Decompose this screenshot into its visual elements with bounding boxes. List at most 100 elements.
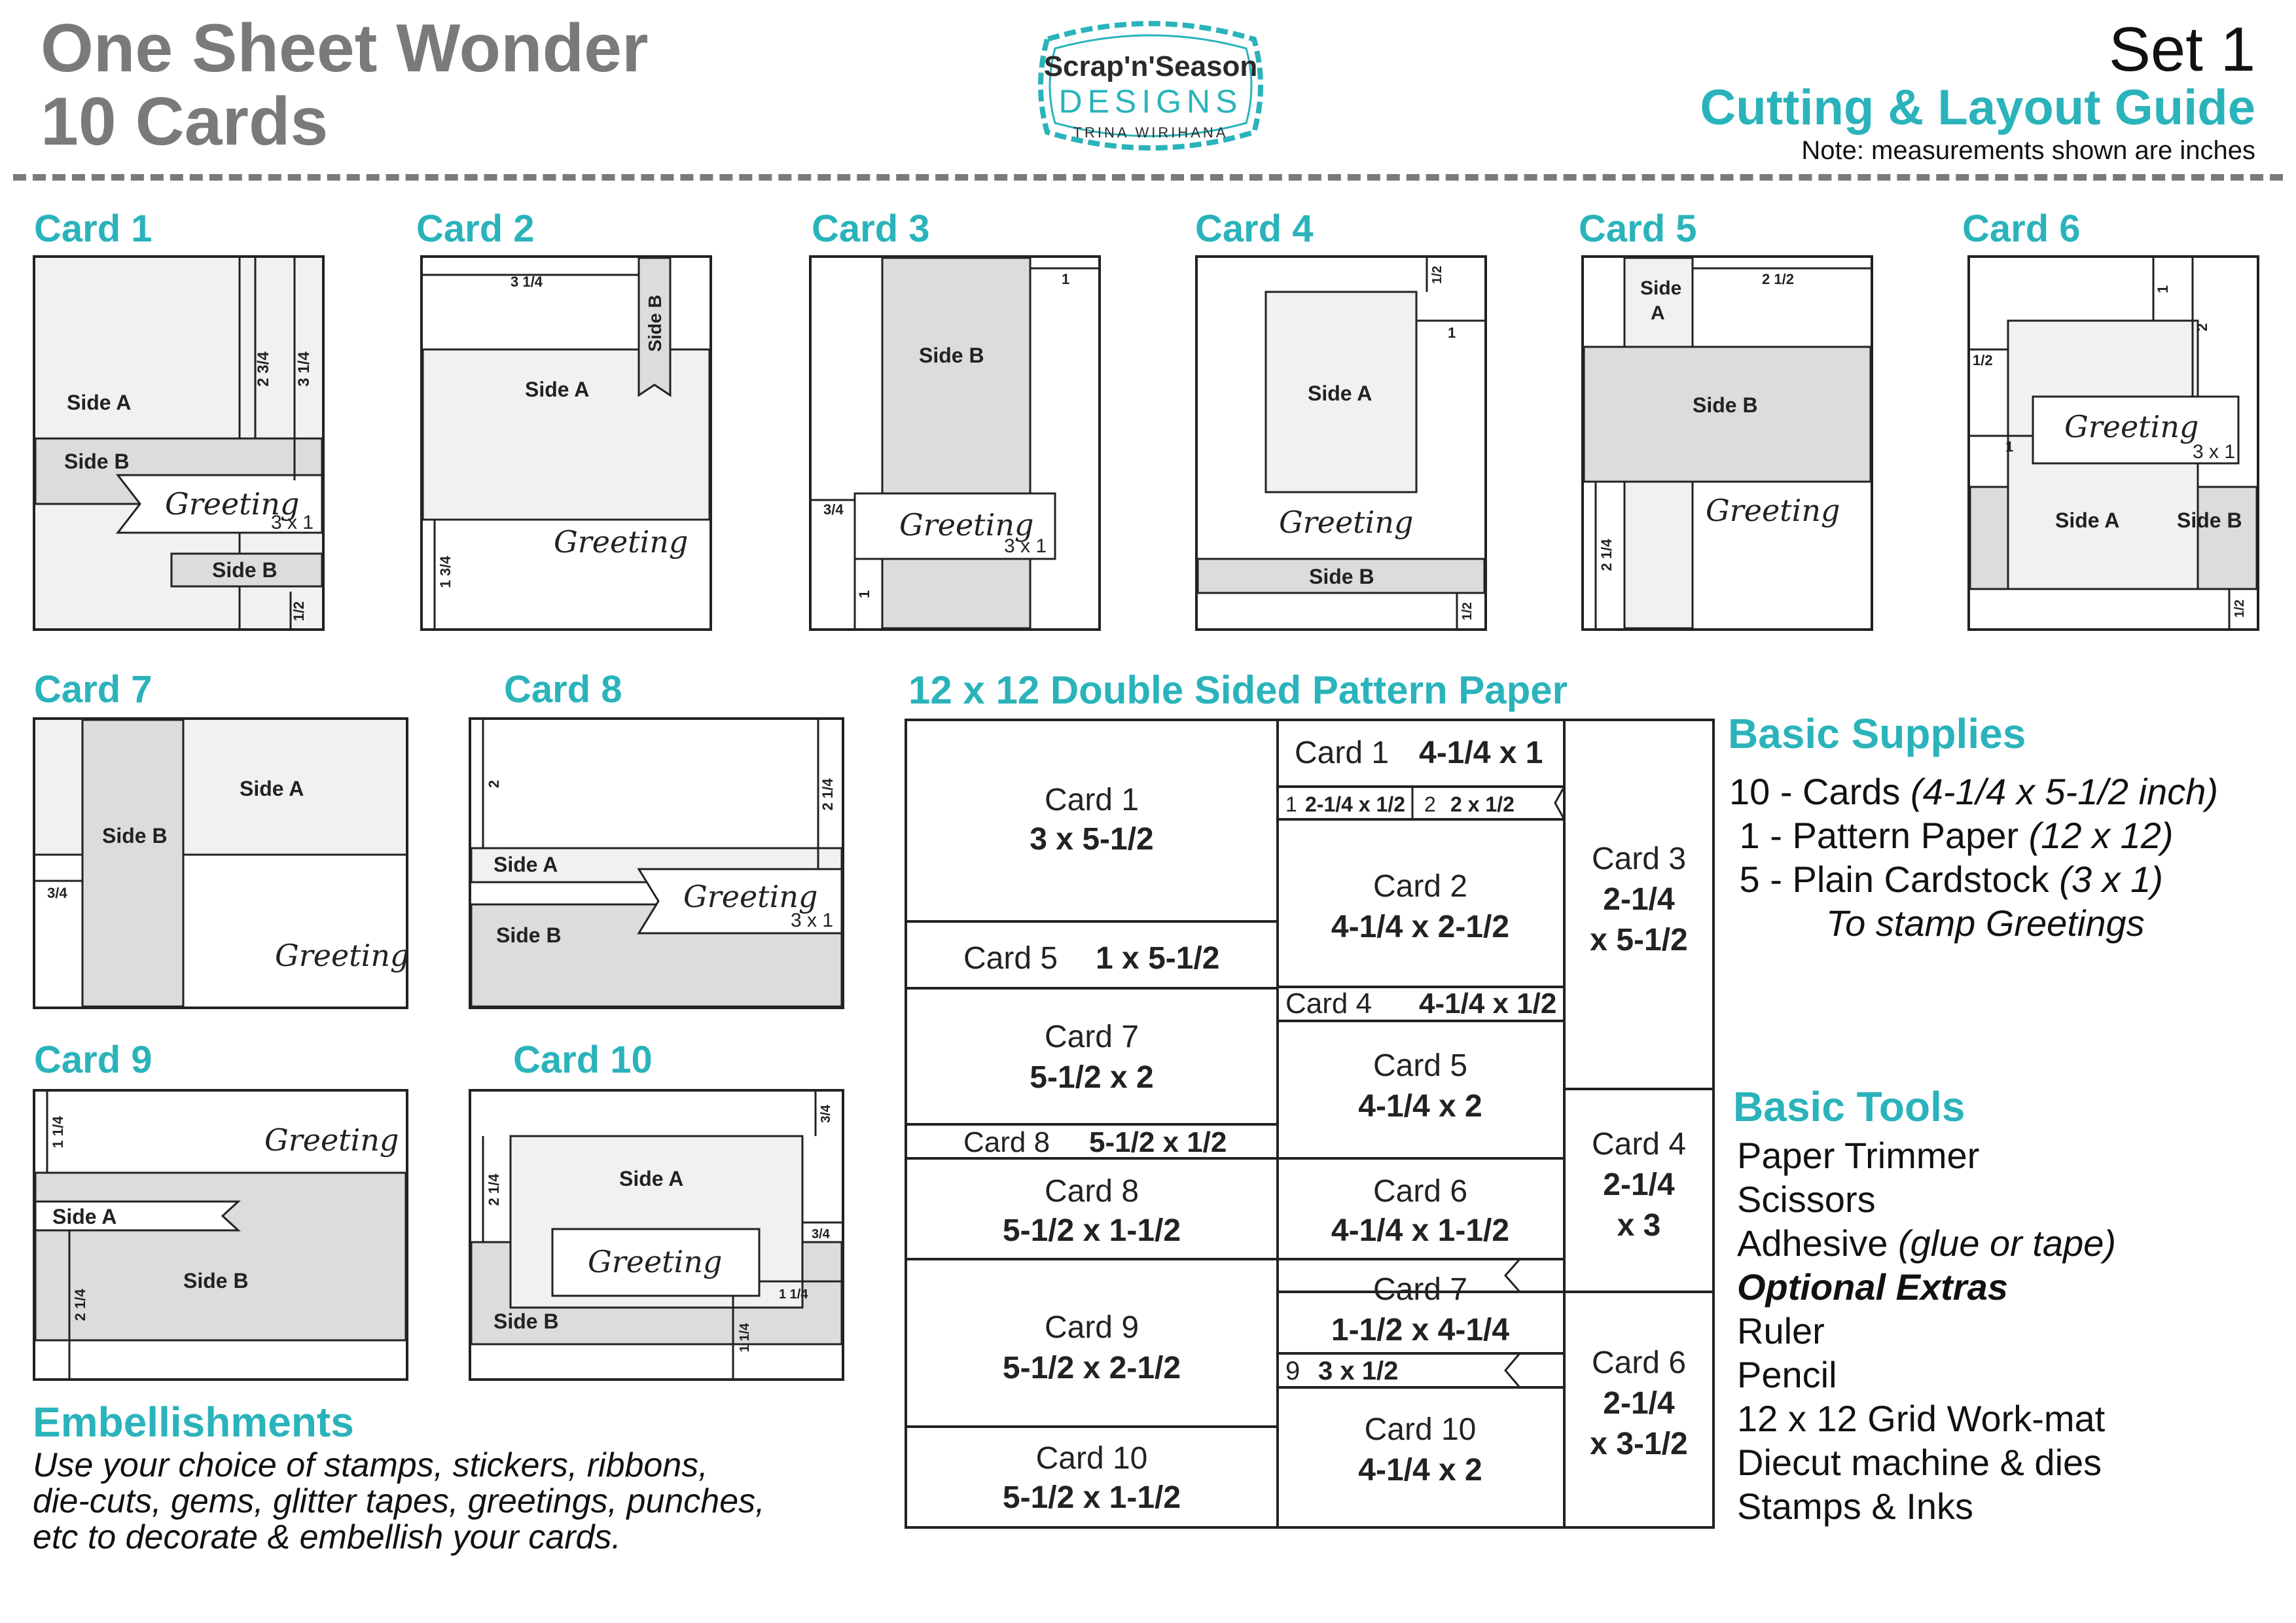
card-10-layout: Side A Side B Greeting 2 1/4 3/4 3/4 1 1… (469, 1089, 844, 1381)
card8-side-b: Side B (496, 923, 562, 947)
card10-dim-1: 2 1/4 (486, 1173, 502, 1206)
sheet-c18-size2: x 5-1/2 (1590, 923, 1687, 957)
card-title-7: Card 7 (34, 668, 152, 711)
sheet-c13-label: Card 5 (1373, 1048, 1467, 1083)
card4-side-a: Side A (1308, 382, 1372, 405)
card5-side-a-line1: Side (1640, 277, 1681, 299)
sheet-c19-size2: x 3 (1617, 1208, 1661, 1243)
tool-item-1: Paper Trimmer (1737, 1135, 1980, 1176)
card-3-layout: Side B Greeting 3 x 1 1 3/4 1 (809, 255, 1101, 631)
supplies-heading: Basic Supplies (1728, 710, 2026, 757)
sheet-c11-label: Card 2 (1373, 869, 1467, 904)
sheet-c15-label: Card 7 (1373, 1272, 1467, 1307)
brand-logo: Scrap'n'Season DESIGNS TRINA WIRIHANA (1021, 13, 1280, 158)
tools-heading: Basic Tools (1733, 1083, 1965, 1130)
card10-side-b: Side B (493, 1310, 559, 1333)
card-title-6: Card 6 (1962, 207, 2081, 250)
card6-dim-1: 1 (2155, 285, 2171, 293)
sheet-c20-size1: 2-1/4 (1603, 1386, 1675, 1421)
card1-side-a: Side A (67, 391, 131, 414)
card6-dim-4: 1 (2005, 438, 2013, 455)
card-1-layout: Side A Side B Side B Greeting 3 x 1 2 3/… (33, 255, 325, 631)
card3-side-b: Side B (919, 344, 984, 367)
card-title-2: Card 2 (416, 207, 535, 250)
card4-greeting: Greeting (1279, 505, 1413, 540)
card5-greeting: Greeting (1706, 493, 1840, 528)
sheet-c8-label: Card 1 (1295, 736, 1389, 770)
card5-dim-1: 2 1/2 (1762, 271, 1794, 287)
card7-dim-1: 3/4 (47, 885, 67, 901)
card8-size: 3 x 1 (791, 910, 833, 931)
supplies-list: 10 - Cards (4-1/4 x 5-1/2 inch) 1 - Patt… (1729, 770, 2218, 945)
supply-item-2-detail: (12 x 12) (2028, 815, 2174, 856)
sheet-c2-label: Card 5 (963, 941, 1058, 976)
card3-size: 3 x 1 (1004, 535, 1047, 557)
card2-dim-2: 1 3/4 (437, 556, 454, 588)
supply-item-2: 1 - Pattern Paper (12 x 12) (1729, 813, 2218, 857)
embellishments-line-3: etc to decorate & embellish your cards. (33, 1518, 621, 1556)
card5-side-a-line2: A (1651, 302, 1665, 324)
sheet-title: 12 x 12 Double Sided Pattern Paper (908, 668, 1568, 712)
sheet-c10-label: 2 (1424, 793, 1436, 816)
supply-item-3-text: 5 - Plain Cardstock (1729, 859, 2060, 900)
card5-side-b: Side B (1693, 393, 1758, 417)
embellishments-heading: Embellishments (33, 1399, 354, 1446)
card7-side-b: Side B (102, 824, 168, 847)
card6-side-b: Side B (2177, 508, 2242, 532)
sheet-c8-size: 4-1/4 x 1 (1419, 736, 1543, 770)
sheet-c14-size: 4-1/4 x 1-1/2 (1331, 1213, 1509, 1248)
tool-item-2: Scissors (1737, 1179, 1876, 1220)
card10-dim-3: 3/4 (812, 1227, 831, 1241)
card1-dim-3: 1/2 (291, 601, 307, 622)
sheet-c12-label: Card 4 (1285, 988, 1372, 1020)
card3-greeting: Greeting (899, 507, 1033, 543)
sheet-c9-label: 1 (1285, 793, 1297, 816)
sheet-c16-size: 3 x 1/2 (1318, 1357, 1398, 1385)
card1-dim-1: 2 3/4 (255, 351, 272, 387)
pattern-paper-sheet: Card 1 3 x 5-1/2 Card 5 1 x 5-1/2 Card 7… (905, 719, 1715, 1529)
card3-dim-1: 1 (1062, 271, 1069, 287)
card-title-10: Card 10 (513, 1039, 653, 1081)
card-7-layout: Side B Side A Greeting 3/4 (33, 717, 408, 1009)
card2-side-a: Side A (525, 378, 589, 401)
card7-greeting: Greeting (275, 938, 406, 973)
card6-dim-5: 1/2 (2233, 599, 2247, 618)
extra-item-3: 12 x 12 Grid Work-mat (1737, 1398, 2106, 1439)
sheet-c1-label: Card 1 (1045, 783, 1139, 817)
card-9-layout: Side A Side B Greeting 1 1/4 2 1/4 (33, 1089, 408, 1381)
card1-greeting: Greeting (165, 486, 299, 522)
card6-dim-2: 2 (2194, 323, 2210, 331)
card1-size: 3 x 1 (271, 512, 314, 533)
card4-dim-1: 1/2 (1430, 266, 1444, 284)
sheet-c16-label: 9 (1285, 1357, 1300, 1385)
card-title-1: Card 1 (34, 207, 152, 250)
card10-side-a: Side A (619, 1167, 683, 1190)
sheet-c4-label: Card 8 (963, 1126, 1050, 1158)
sheet-c20-label: Card 6 (1592, 1346, 1686, 1380)
card8-side-a: Side A (493, 853, 558, 876)
sheet-c2-size: 1 x 5-1/2 (1096, 941, 1219, 976)
sheet-c3-size: 5-1/2 x 2 (1030, 1060, 1153, 1095)
card3-dim-3: 1 (856, 590, 872, 598)
embellishments-line-1: Use your choice of stamps, stickers, rib… (33, 1446, 708, 1484)
card6-greeting: Greeting (2064, 409, 2198, 444)
supply-stamp-note: To stamp Greetings (1826, 902, 2145, 944)
card9-greeting: Greeting (264, 1122, 399, 1158)
title-line-2: 10 Cards (41, 84, 329, 160)
card6-side-a: Side A (2055, 508, 2119, 532)
sheet-c4-size: 5-1/2 x 1/2 (1089, 1126, 1227, 1158)
card-title-9: Card 9 (34, 1039, 152, 1081)
logo-line-2: DESIGNS (1058, 83, 1242, 120)
card6-dim-3: 1/2 (1973, 352, 1993, 368)
card9-side-b: Side B (183, 1269, 249, 1293)
supply-item-2-text: 1 - Pattern Paper (1729, 815, 2029, 856)
sheet-c14-label: Card 6 (1373, 1174, 1467, 1209)
extra-item-4: Diecut machine & dies (1737, 1442, 2102, 1483)
set-number: Set 1 (2108, 14, 2255, 84)
sheet-c15-size: 1-1/2 x 4-1/4 (1331, 1313, 1509, 1347)
sheet-c1-size: 3 x 5-1/2 (1030, 822, 1153, 857)
optional-extras-heading: Optional Extras (1737, 1266, 2008, 1308)
card6-size: 3 x 1 (2193, 441, 2235, 463)
supply-item-1: 10 - Cards (4-1/4 x 5-1/2 inch) (1729, 770, 2218, 813)
card-5-layout: Side A Side B Greeting 2 1/2 2 1/4 (1581, 255, 1873, 631)
